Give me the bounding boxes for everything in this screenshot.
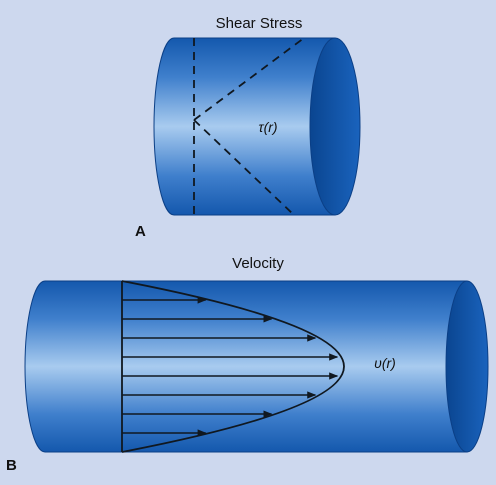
panel-b-title: Velocity <box>232 255 284 272</box>
panel-a-cylinder-body <box>153 37 336 216</box>
panel-a-label: A <box>135 223 146 240</box>
panel-a-dashed-upper-diagonal <box>193 37 305 121</box>
panel-a-symbol: τ(r) <box>258 119 277 135</box>
panel-a-cylinder-end-cap <box>309 37 361 216</box>
panel-a: Shear Stress τ(r) A <box>135 15 361 240</box>
panel-a-dashed-lower-diagonal <box>193 119 295 216</box>
panel-b-velocity-arrows <box>122 296 339 437</box>
panel-b: Velocity υ(r) B <box>6 255 489 474</box>
panel-b-cylinder-body <box>24 280 468 453</box>
panel-b-velocity-profile <box>121 280 345 453</box>
panel-b-symbol: υ(r) <box>374 355 396 371</box>
panel-b-label: B <box>6 457 17 474</box>
panel-a-title: Shear Stress <box>216 15 303 32</box>
panel-b-cylinder-end-cap <box>445 280 489 453</box>
